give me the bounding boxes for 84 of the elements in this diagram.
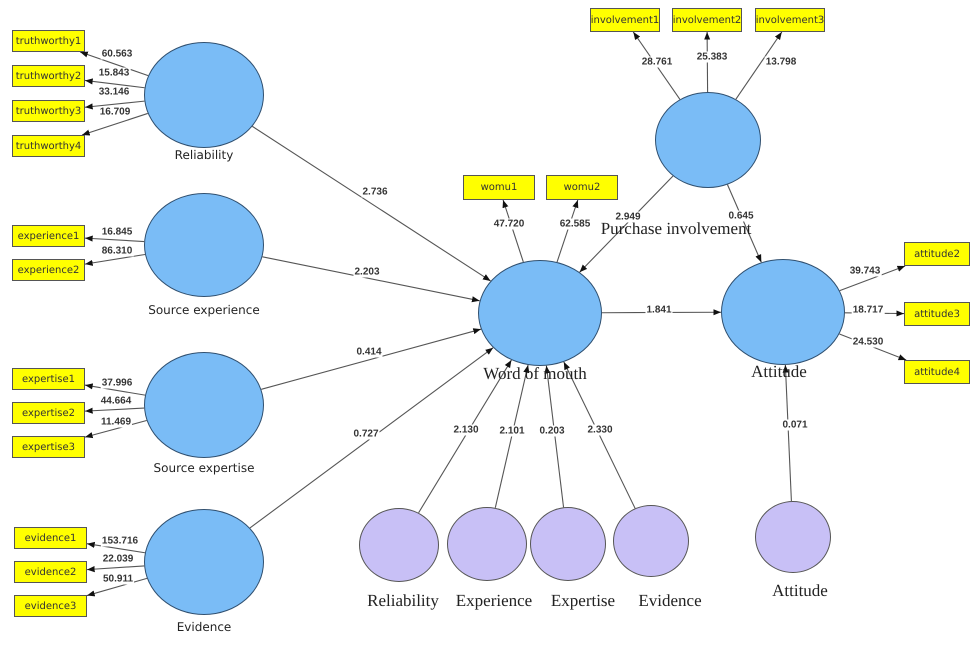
indicator-box: experience2: [12, 259, 85, 281]
path-coefficient-label: 86.310: [100, 246, 134, 256]
construct-label: Source expertise: [154, 461, 254, 475]
indicator-box: truthworthy1: [12, 30, 85, 52]
arrow: [418, 360, 512, 514]
indicator-box: evidence1: [14, 527, 87, 549]
path-coefficient-label: 2.130: [452, 424, 480, 436]
indicator-box: expertise3: [12, 436, 85, 458]
arrow: [252, 126, 491, 282]
indicator-box: attitude2: [904, 242, 970, 266]
arrow: [84, 254, 146, 266]
path-coefficient-label: 18.717: [852, 304, 884, 316]
path-coefficient-label: 62.585: [558, 218, 592, 230]
arrow: [563, 362, 636, 509]
path-coefficient-label: 13.798: [764, 56, 798, 68]
arrow: [84, 100, 144, 110]
arrow: [782, 364, 792, 502]
arrow: [262, 256, 480, 302]
arrow: [82, 112, 148, 136]
path-coefficient-label: 50.911: [102, 574, 134, 584]
indicator-box: womu1: [463, 175, 535, 200]
indicator-box: involvement3: [755, 8, 825, 32]
indicator-box: experience1: [12, 225, 85, 247]
path-coefficient-label: 15.843: [98, 68, 130, 78]
path-coefficient-label: 2.330: [586, 424, 614, 436]
arrow: [84, 78, 145, 88]
indicator-box: involvement2: [672, 8, 742, 32]
path-coefficient-label: 0.203: [538, 426, 566, 436]
indicator-box: attitude4: [904, 360, 970, 384]
construct-label: Attitude: [772, 581, 828, 601]
arrow: [735, 32, 782, 100]
arrow: [544, 366, 564, 508]
path-coefficient-label: 11.469: [100, 416, 132, 428]
path-coefficient-label: 1.841: [645, 304, 673, 316]
arrow: [86, 542, 145, 554]
arrow: [86, 565, 144, 572]
path-coefficient-label: 24.530: [852, 336, 884, 348]
arrow: [84, 408, 144, 414]
path-coefficient-label: 39.743: [848, 266, 882, 276]
path-coefficient-label: 25.383: [696, 52, 728, 62]
construct-label: Expertise: [550, 591, 616, 611]
indicator-box: truthworthy4: [12, 135, 85, 157]
path-coefficient-label: 47.720: [492, 218, 526, 230]
path-coefficient-label: 37.996: [100, 378, 134, 388]
indicator-box: expertise2: [12, 402, 85, 424]
arrow: [84, 383, 146, 396]
indicator-box: involvement1: [590, 8, 660, 32]
arrow: [494, 364, 530, 508]
indicator-box: expertise1: [12, 368, 85, 390]
arrow: [261, 328, 482, 390]
path-coefficient-label: 60.563: [100, 48, 134, 60]
path-coefficient-label: 2.736: [361, 186, 389, 198]
construct-label: Evidence: [638, 591, 702, 611]
path-coefficient-label: 2.203: [353, 266, 381, 278]
path-coefficient-label: 44.664: [100, 396, 132, 406]
construct-label: Evidence: [176, 620, 232, 634]
indicator-box: evidence3: [14, 595, 87, 617]
path-coefficient-label: 33.146: [98, 86, 130, 98]
arrow: [86, 578, 148, 596]
path-coefficient-label: 0.414: [355, 346, 383, 358]
arrow: [84, 235, 144, 242]
indicator-box: truthworthy3: [12, 100, 85, 122]
indicator-box: evidence2: [14, 561, 87, 583]
path-coefficient-label: 0.727: [352, 428, 380, 440]
construct-label: Reliability: [367, 591, 439, 611]
construct-label: Source experience: [148, 303, 260, 317]
path-coefficient-label: 0.645: [727, 210, 755, 222]
path-coefficient-label: 16.845: [100, 226, 134, 238]
construct-label: Reliability: [174, 148, 234, 162]
path-coefficient-label: 28.761: [640, 56, 674, 68]
path-coefficient-label: 16.709: [98, 106, 132, 118]
arrow: [80, 51, 148, 76]
indicator-box: truthworthy2: [12, 65, 85, 87]
arrow: [726, 184, 762, 263]
path-coefficient-label: 2.101: [498, 426, 526, 436]
path-coefficient-label: 153.716: [100, 536, 140, 546]
construct-label: Experience: [456, 591, 532, 611]
path-coefficient-label: 0.071: [781, 420, 809, 430]
arrow: [250, 347, 494, 528]
arrow: [840, 265, 906, 292]
arrow: [579, 176, 674, 273]
path-coefficient-label: 22.039: [102, 554, 134, 564]
indicator-box: womu2: [546, 175, 618, 200]
indicator-box: attitude3: [904, 302, 970, 326]
